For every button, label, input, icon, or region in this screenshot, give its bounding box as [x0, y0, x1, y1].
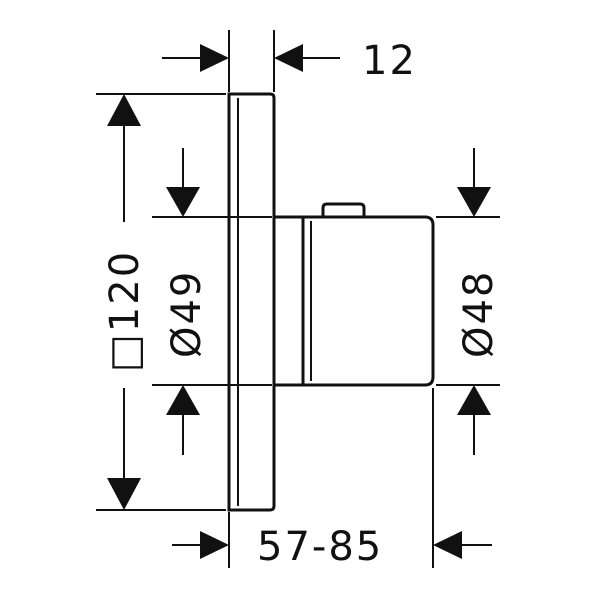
arrow-up-icon — [457, 385, 491, 415]
handle-diameter-label: Ø48 — [456, 270, 502, 358]
arrow-right-icon — [200, 44, 229, 72]
arrow-down-icon — [457, 187, 491, 217]
handle-body — [301, 202, 435, 387]
arrow-up-icon — [107, 94, 141, 126]
arrow-left-icon — [433, 531, 462, 559]
dimension-sleeve-diameter: Ø49 — [152, 148, 272, 455]
arrow-down-icon — [107, 478, 141, 510]
arrow-left-icon — [274, 44, 303, 72]
plate-square-label: □120 — [102, 250, 148, 372]
plate-thickness-label: 12 — [362, 38, 417, 84]
arrow-down-icon — [166, 187, 200, 217]
dimension-plate-square: □120 — [96, 93, 226, 511]
sleeve-diameter-label: Ø49 — [164, 270, 210, 358]
dimension-handle-diameter: Ø48 — [436, 148, 502, 455]
wall-plate — [227, 92, 276, 512]
dimension-projection: 57-85 — [172, 388, 492, 570]
arrow-right-icon — [200, 531, 229, 559]
dimension-plate-thickness: 12 — [162, 30, 417, 92]
arrow-up-icon — [166, 385, 200, 415]
sleeve — [272, 215, 305, 387]
projection-range-label: 57-85 — [257, 524, 383, 570]
